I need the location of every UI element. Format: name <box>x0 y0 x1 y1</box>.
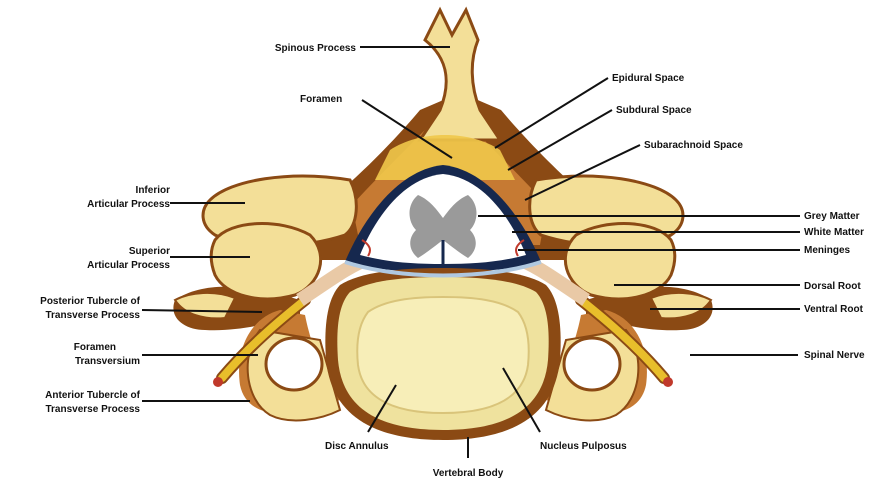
label-subdural-space: Subdural Space <box>616 105 692 116</box>
label-subarachnoid-space: Subarachnoid Space <box>644 140 743 151</box>
label-nucleus-pulposus: Nucleus Pulposus <box>540 441 627 452</box>
vertebral-body <box>325 262 560 440</box>
label-spinous-process: Spinous Process <box>275 43 357 54</box>
label-posterior-tubercle-1: Posterior Tubercle of <box>40 296 141 307</box>
label-anterior-tubercle-1: Anterior Tubercle of <box>45 390 140 401</box>
label-inferior-articular-2: Articular Process <box>87 199 170 210</box>
label-foramen-transversium-1: Foramen <box>74 342 116 353</box>
left-foramen-transversium <box>266 338 322 390</box>
label-grey-matter: Grey Matter <box>804 211 860 222</box>
nucleus-pulposus <box>357 297 528 413</box>
label-foramen: Foramen <box>300 94 342 105</box>
label-foramen-transversium-2: Transversium <box>75 356 140 367</box>
label-epidural-space: Epidural Space <box>612 73 685 84</box>
label-disc-annulus: Disc Annulus <box>325 441 389 452</box>
label-posterior-tubercle-2: Transverse Process <box>45 310 140 321</box>
label-spinal-nerve: Spinal Nerve <box>804 350 865 361</box>
spinous-process <box>420 10 500 140</box>
right-foramen-transversium <box>564 338 620 390</box>
label-ventral-root: Ventral Root <box>804 304 864 315</box>
label-superior-articular-2: Articular Process <box>87 260 170 271</box>
label-meninges: Meninges <box>804 245 851 256</box>
label-dorsal-root: Dorsal Root <box>804 281 861 292</box>
label-superior-articular-1: Superior <box>129 246 170 257</box>
label-white-matter: White Matter <box>804 227 864 238</box>
label-vertebral-body: Vertebral Body <box>433 468 504 479</box>
label-anterior-tubercle-2: Transverse Process <box>45 404 140 415</box>
label-inferior-articular-1: Inferior <box>136 185 171 196</box>
